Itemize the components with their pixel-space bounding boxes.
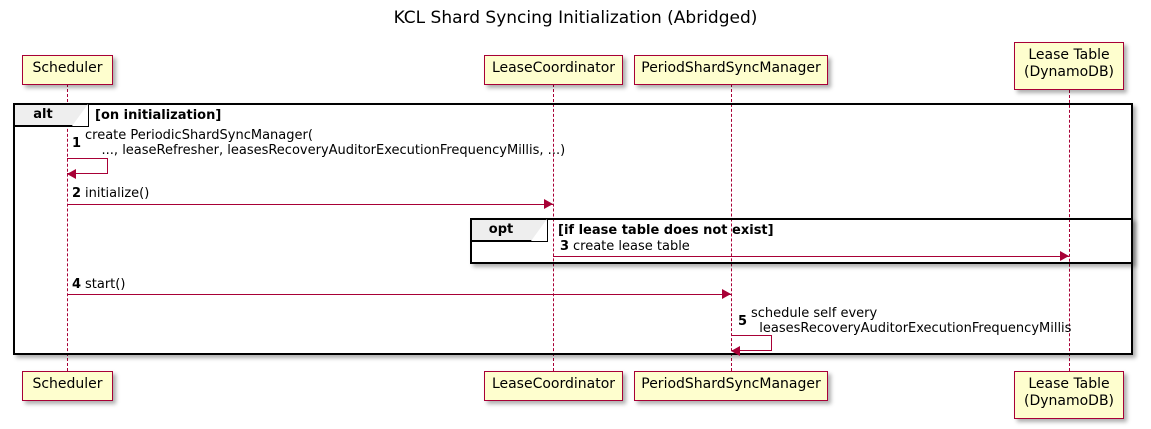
message-3-arrowhead	[1060, 251, 1069, 261]
message-3-label: create lease table	[573, 239, 690, 254]
message-4-arrowhead	[722, 289, 731, 299]
message-2-arrowhead	[544, 199, 553, 209]
participant-lease-table-top[interactable]: Lease Table (DynamoDB)	[1014, 42, 1124, 90]
message-1-label: create PeriodicShardSyncManager( ..., le…	[85, 128, 566, 158]
message-5-number: 5	[738, 314, 748, 329]
message-4-number: 4	[72, 277, 82, 292]
message-5-self-loop	[731, 335, 772, 351]
fragment-opt-guard: [if lease table does not exist]	[558, 223, 774, 238]
participant-period-shard-sync-manager-bottom[interactable]: PeriodShardSyncManager	[634, 371, 828, 401]
message-5-arrowhead	[731, 346, 740, 356]
lifeline-scheduler	[67, 84, 68, 371]
message-4-label: start()	[85, 277, 126, 292]
lifeline-lease-coordinator	[553, 84, 554, 371]
message-2-label: initialize()	[85, 186, 150, 201]
fragment-alt-operator: alt	[15, 104, 89, 127]
message-2-line	[67, 204, 553, 205]
participant-lease-coordinator-bottom[interactable]: LeaseCoordinator	[484, 371, 623, 401]
lifeline-lease-table	[1069, 90, 1070, 371]
message-2-number: 2	[72, 186, 82, 201]
message-1-number: 1	[72, 136, 82, 151]
participant-scheduler-bottom[interactable]: Scheduler	[22, 371, 113, 401]
participant-period-shard-sync-manager-top[interactable]: PeriodShardSyncManager	[634, 55, 828, 85]
participant-scheduler-top[interactable]: Scheduler	[22, 55, 113, 85]
fragment-alt-guard: [on initialization]	[95, 108, 222, 123]
lifeline-period-shard-sync-manager	[731, 84, 732, 371]
fragment-opt-operator: opt	[472, 219, 548, 242]
message-5-label: schedule self every leasesRecoveryAudito…	[751, 306, 1072, 336]
message-4-line	[67, 294, 731, 295]
diagram-title: KCL Shard Syncing Initialization (Abridg…	[393, 8, 758, 28]
participant-lease-table-bottom[interactable]: Lease Table (DynamoDB)	[1014, 371, 1124, 419]
participant-lease-coordinator-top[interactable]: LeaseCoordinator	[484, 55, 623, 85]
message-1-arrowhead	[67, 169, 76, 179]
message-1-self-loop	[67, 158, 108, 174]
fragment-opt	[470, 218, 1133, 264]
message-3-number: 3	[560, 239, 570, 254]
message-3-line	[553, 256, 1069, 257]
